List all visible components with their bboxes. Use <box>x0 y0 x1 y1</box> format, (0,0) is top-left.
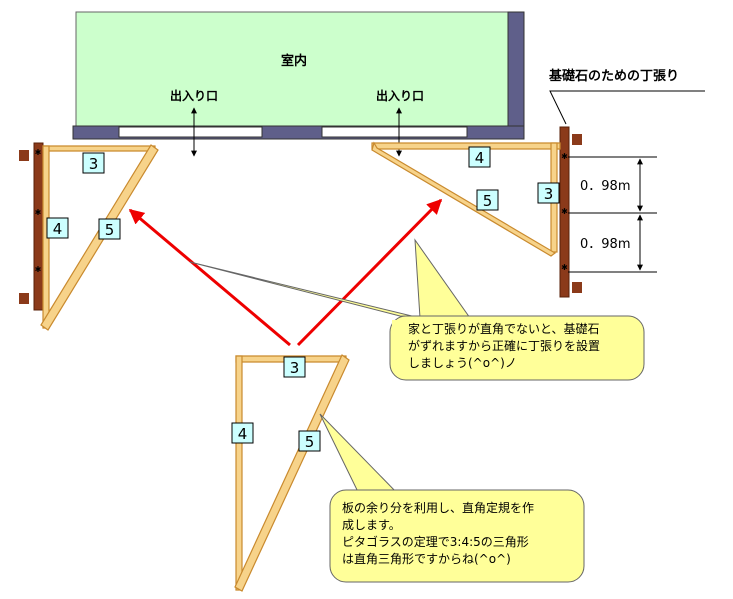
label-4: 4 <box>475 149 485 167</box>
label-box-5 <box>476 189 499 211</box>
callout-top-line-2: がずれますから正確に丁張りを設置 <box>408 338 600 353</box>
callout-top-line-3: しましょう(^o^)ノ <box>408 356 517 370</box>
left-square-triangle: 3 4 5 <box>40 144 159 331</box>
stake-post <box>572 282 582 293</box>
callout-bottom-line-2: 成します。 <box>342 518 401 532</box>
label-5: 5 <box>105 221 115 239</box>
callout-top-tail <box>189 238 471 319</box>
callout-bottom-line-1: 板の余り分を利用し、直角定規を作 <box>342 500 534 515</box>
label-box-4 <box>468 146 491 168</box>
callout-bottom-line-4: は直角三角形ですからね(^o^) <box>342 552 511 566</box>
svg-text:✱: ✱ <box>561 152 568 161</box>
right-square-triangle: 4 5 3 <box>371 141 561 257</box>
room-floor <box>75 11 512 128</box>
wood-strip <box>371 141 557 257</box>
door-opening-right <box>321 126 468 138</box>
door-opening-left <box>118 126 263 138</box>
building: 室内 出入り口 出入り口 <box>72 11 525 157</box>
stake-post <box>572 134 582 145</box>
dimension-label-lower: 0．98m <box>580 237 630 252</box>
wood-strip <box>235 355 243 591</box>
wood-strip <box>42 145 156 152</box>
label-box-5 <box>298 430 321 452</box>
label-box-3 <box>82 152 105 174</box>
callout-bottom-tail <box>319 413 402 497</box>
door-label-right: 出入り口 <box>376 88 424 103</box>
left-stake-board: ✱ ✱ ✱ <box>19 142 44 311</box>
label-4: 4 <box>53 220 63 238</box>
stake-board <box>33 142 44 311</box>
label-3: 3 <box>290 359 300 377</box>
label-box-4 <box>231 422 254 444</box>
label-5: 5 <box>305 433 315 451</box>
red-arrow-right <box>296 198 443 347</box>
callout-bottom-bubble <box>329 489 585 583</box>
svg-text:✱: ✱ <box>561 207 568 216</box>
stake-post <box>19 150 29 161</box>
svg-text:✱: ✱ <box>35 148 42 157</box>
label-box-5 <box>98 218 121 240</box>
door-label-left: 出入り口 <box>170 88 218 103</box>
dimension-label-upper: 0．98m <box>580 179 630 194</box>
stake-board <box>559 126 570 298</box>
svg-text:✱: ✱ <box>35 208 42 217</box>
callout-top-bubble <box>389 315 645 381</box>
right-wall <box>507 11 525 140</box>
red-arrow-left <box>128 208 291 347</box>
label-5: 5 <box>483 192 493 210</box>
callout-bottom-line-3: ピタゴラスの定理で3:4:5の三角形 <box>342 534 529 549</box>
label-4: 4 <box>238 425 248 443</box>
stakes-title-leader <box>549 90 705 125</box>
label-box-4 <box>46 217 69 239</box>
wood-strip <box>371 142 561 150</box>
stake-post <box>19 293 29 304</box>
right-stake-board: ✱ ✱ ✱ <box>559 126 582 298</box>
svg-text:✱: ✱ <box>35 265 42 274</box>
label-box-3 <box>283 356 306 378</box>
svg-text:✱: ✱ <box>561 263 568 272</box>
dimension-lines: 0．98m 0．98m <box>568 156 657 273</box>
room-label: 室内 <box>281 53 307 69</box>
callout-top-line-1: 家と丁張りが直角でないと、基礎石 <box>408 321 600 336</box>
label-box-3 <box>537 182 560 204</box>
callout-top: 家と丁張りが直角でないと、基礎石 がずれますから正確に丁張りを設置 しましょう(… <box>189 238 645 381</box>
label-3: 3 <box>89 155 99 173</box>
label-3: 3 <box>544 185 554 203</box>
stakes-title: 基礎石のための丁張り <box>548 68 679 84</box>
callout-bottom: 板の余り分を利用し、直角定規を作 成します。 ピタゴラスの定理で3:4:5の三角… <box>319 413 585 583</box>
